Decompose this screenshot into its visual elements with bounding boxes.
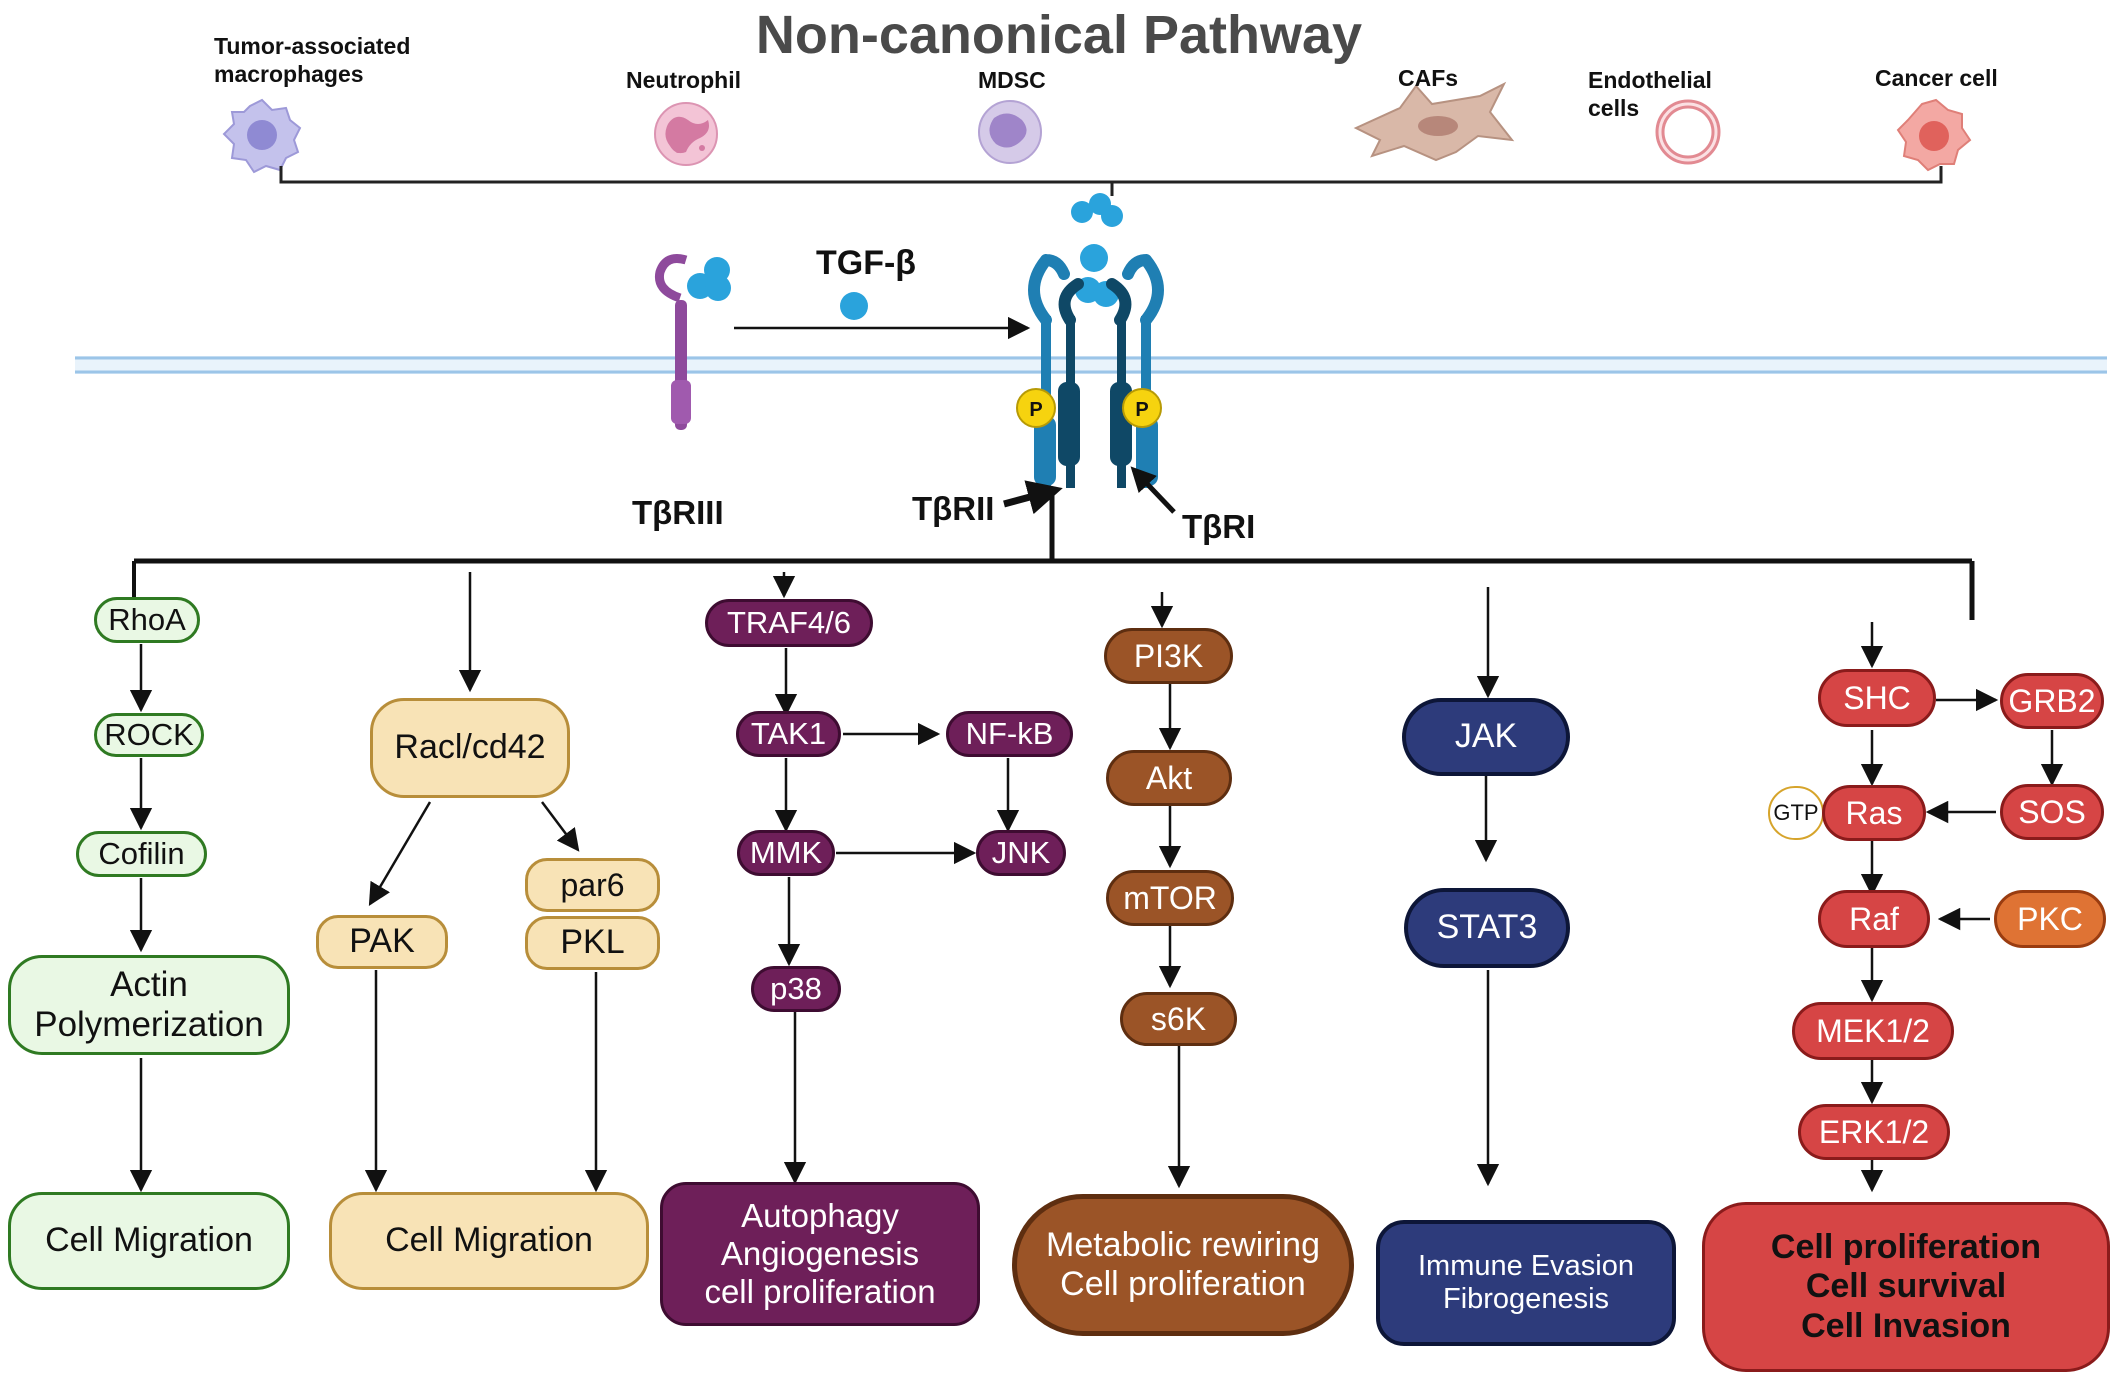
- node-pi3k: PI3K: [1104, 628, 1233, 684]
- tbriii-receptor: [654, 254, 731, 430]
- endothelial-cell-icon: [1655, 99, 1721, 165]
- tgf-beta-ligand-icon: [840, 292, 868, 320]
- outcome-cell-migration-1: Cell Migration: [8, 1192, 290, 1290]
- caf-icon: [1353, 81, 1515, 162]
- signal-bus: [132, 495, 1975, 620]
- cell-label-cancer-cell: Cancer cell: [1875, 65, 1998, 91]
- outcome-cell-migration-2: Cell Migration: [329, 1192, 649, 1290]
- tbri-pointer-arrow: [1130, 466, 1176, 514]
- pathway-arrows: [129, 572, 2064, 1193]
- node-mek1-2: MEK1/2: [1792, 1002, 1954, 1060]
- diagram-title: Non-canonical Pathway: [755, 5, 1363, 65]
- node-s6k: s6K: [1120, 992, 1237, 1046]
- cancer-cell-icon: [1896, 98, 1972, 172]
- node-traf4-6: TRAF4/6: [705, 599, 873, 647]
- node-p38: p38: [751, 966, 841, 1012]
- phosphate-left-icon: P: [1016, 388, 1056, 428]
- gtp-badge: GTP: [1768, 786, 1824, 840]
- outcome-metabolic-rewiring: Metabolic rewiring Cell proliferation: [1012, 1194, 1354, 1336]
- phosphate-right-icon: P: [1122, 388, 1162, 428]
- cell-membrane: [75, 356, 2107, 374]
- cell-label-neutrophil: Neutrophil: [626, 67, 741, 93]
- outcome-cell-proliferation-survival-invasion: Cell proliferation Cell survival Cell In…: [1702, 1202, 2110, 1372]
- tgf-beta-receptor-complex: [1028, 193, 1164, 488]
- svg-text:P: P: [1029, 399, 1042, 421]
- tbriii-label: TβRIII: [632, 494, 724, 531]
- outcome-autophagy-angiogenesis: Autophagy Angiogenesis cell proliferatio…: [660, 1182, 980, 1326]
- node-raf: Raf: [1818, 890, 1930, 948]
- node-jnk: JNK: [976, 830, 1066, 876]
- node-ras: Ras: [1822, 785, 1926, 841]
- node-racl-cd42: Racl/cd42: [370, 698, 570, 798]
- tgf-beta-label: TGF-β: [816, 244, 917, 282]
- macrophage-icon: [222, 98, 302, 174]
- node-actin-polymerization: Actin Polymerization: [8, 955, 290, 1055]
- node-stat3: STAT3: [1404, 888, 1570, 968]
- node-jak: JAK: [1402, 698, 1570, 776]
- tbrii-label: TβRII: [912, 490, 995, 527]
- node-par6: par6: [525, 858, 660, 912]
- node-grb2: GRB2: [2000, 673, 2104, 729]
- node-pak: PAK: [316, 915, 448, 969]
- neutrophil-icon: [654, 102, 718, 166]
- node-nf-kb: NF-kB: [946, 711, 1073, 757]
- node-pkl: PKL: [525, 916, 660, 970]
- mdsc-icon: [978, 100, 1042, 164]
- node-akt: Akt: [1106, 750, 1232, 806]
- tbri-label: TβRI: [1182, 508, 1256, 545]
- node-rhoa: RhoA: [94, 597, 200, 643]
- node-mtor: mTOR: [1106, 870, 1234, 926]
- node-erk1-2: ERK1/2: [1798, 1104, 1950, 1160]
- cell-label-endothelial: Endothelial cells: [1588, 67, 1712, 121]
- node-shc: SHC: [1818, 669, 1936, 727]
- cell-label-cafs: CAFs: [1398, 65, 1459, 91]
- node-mmk: MMK: [737, 830, 835, 876]
- node-pkc: PKC: [1994, 890, 2106, 948]
- node-rock: ROCK: [94, 713, 204, 757]
- cell-label-mdsc: MDSC: [978, 67, 1046, 93]
- node-sos: SOS: [2000, 784, 2104, 840]
- node-cofilin: Cofilin: [76, 831, 207, 877]
- outcome-immune-evasion: Immune Evasion Fibrogenesis: [1376, 1220, 1676, 1346]
- tbrii-pointer-arrow: [1003, 480, 1063, 515]
- svg-text:P: P: [1135, 399, 1148, 421]
- cell-label-macrophages: Tumor-associated macrophages: [214, 33, 411, 87]
- node-tak1: TAK1: [736, 711, 841, 757]
- cell-source-bracket: [279, 166, 1943, 184]
